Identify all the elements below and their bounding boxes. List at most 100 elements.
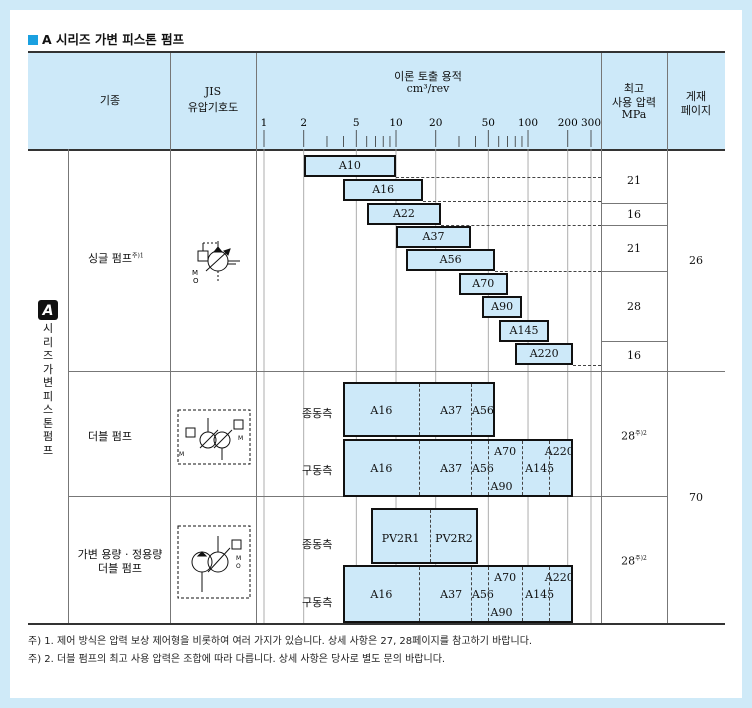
bar-a16-label: A16 <box>372 183 395 196</box>
var-driven-pv2r1: PV2R1 <box>381 532 420 545</box>
double-driving-a56: A56 <box>471 462 494 475</box>
bar-a145-label: A145 <box>509 324 539 337</box>
bar-a16: A16 <box>343 179 423 201</box>
scale-label-300: 300 <box>581 117 601 129</box>
var-driven-div <box>429 510 431 562</box>
bar-a70: A70 <box>458 273 508 295</box>
var-driving-label: 구동측 <box>302 596 333 609</box>
svg-text:M: M <box>179 451 184 458</box>
header-disp-2: cm³/rev <box>406 82 450 95</box>
bar-a37: A37 <box>396 226 471 248</box>
bar-a37-label: A37 <box>422 230 445 243</box>
bar-a56: A56 <box>406 249 495 271</box>
single-pump-label: 싱글 펌프주)1 <box>88 252 144 265</box>
bar-dash-a16 <box>422 201 601 202</box>
bar-a220: A220 <box>515 343 574 365</box>
double-driving-bar <box>343 439 574 497</box>
pressure-sep-1 <box>601 203 667 204</box>
scale-label-2: 2 <box>300 117 307 129</box>
double-driving-a145: A145 <box>525 462 555 475</box>
var-driving-a145: A145 <box>525 588 555 601</box>
var-pressure: 28주)2 <box>621 554 647 568</box>
bar-a90-label: A90 <box>491 300 514 313</box>
catalog-page: A 시리즈 가변 피스톤 펌프 기종 JIS 유압기호도 이론 토출 용적 cm… <box>10 10 742 698</box>
footnote-1: 주) 1. 제어 방식은 압력 보상 제어형을 비롯하여 여러 가지가 있습니다… <box>28 636 533 647</box>
var-pump-label-2: 더블 펌프 <box>98 562 142 575</box>
scale-label-10: 10 <box>389 117 402 129</box>
series-label-char: 즈 <box>42 349 54 362</box>
single-pump-symbol-icon: M O <box>192 241 240 285</box>
col-line-1 <box>170 53 171 625</box>
double-driven-div1 <box>419 384 421 435</box>
series-label-char: 리 <box>42 335 54 349</box>
header-page-2: 페이지 <box>680 104 712 117</box>
bar-a10-label: A10 <box>338 159 361 172</box>
double-driving-div3 <box>521 441 523 495</box>
header-disp-1: 이론 토출 용적 <box>394 70 462 83</box>
col-line-2 <box>256 53 257 625</box>
table-bottom <box>28 623 725 625</box>
var-driving-a56: A56 <box>471 588 494 601</box>
double-pump-symbol-icon: M M <box>177 409 251 465</box>
var-driving-a70: A70 <box>494 571 517 584</box>
scale-label-50: 50 <box>482 117 495 129</box>
double-driven-div2 <box>471 384 472 435</box>
double-driven-label: 종동측 <box>302 407 333 420</box>
scale-label-100: 100 <box>518 117 538 129</box>
header-page-1: 게재 <box>685 90 707 103</box>
bar-a22: A22 <box>366 203 442 225</box>
var-driving-div1 <box>471 567 472 621</box>
svg-text:O: O <box>236 563 241 570</box>
double-pump-label: 더블 펌프 <box>88 430 132 443</box>
var-driven-label: 종동측 <box>302 538 333 551</box>
double-driving-a37: A37 <box>440 462 463 475</box>
double-driving-div0 <box>419 441 421 495</box>
header-pressure-3: MPa <box>621 108 647 121</box>
page-ref-26[interactable]: 26 <box>689 254 703 267</box>
var-driving-div3 <box>521 567 523 621</box>
scale-label-1: 1 <box>261 117 268 129</box>
title-square-icon <box>28 35 38 45</box>
svg-text:A: A <box>42 303 54 319</box>
series-label-char: 피 <box>42 389 54 403</box>
svg-text:O: O <box>193 277 199 285</box>
double-driving-a16: A16 <box>370 462 393 475</box>
row-sep-1 <box>68 371 667 372</box>
pressure-sep-4 <box>601 341 667 342</box>
bar-a90: A90 <box>482 296 522 318</box>
svg-text:M: M <box>236 555 241 562</box>
header-model: 기종 <box>99 94 121 107</box>
var-driven-bar <box>371 508 479 564</box>
pressure-sep-2 <box>601 225 667 226</box>
a-series-logo-icon: A <box>38 300 58 320</box>
series-label-char: 프 <box>42 443 54 457</box>
pressure-sep-3 <box>601 271 667 272</box>
header-jis-2: 유압기호도 <box>187 101 239 114</box>
header-pressure-1: 최고 <box>623 82 645 95</box>
pressure-21a: 21 <box>627 174 641 187</box>
variable-double-pump-symbol-icon: M O <box>177 525 251 599</box>
bar-a22-label: A22 <box>392 207 415 220</box>
series-label-char: 펌 <box>42 430 54 443</box>
double-driving-a220: A220 <box>544 445 574 458</box>
bar-a220-label: A220 <box>529 347 559 360</box>
page-ref-70[interactable]: 70 <box>689 491 703 504</box>
section-title: A 시리즈 가변 피스톤 펌프 <box>28 29 184 48</box>
var-driving-div4 <box>549 567 551 621</box>
pressure-28: 28 <box>627 300 641 313</box>
table-header <box>28 51 725 151</box>
double-pressure: 28주)2 <box>621 429 647 443</box>
double-driven-a16: A16 <box>370 404 393 417</box>
col-line-0 <box>68 149 69 625</box>
bar-dash-a56 <box>494 271 601 272</box>
pressure-21b: 21 <box>627 242 641 255</box>
var-driving-div0 <box>419 567 421 621</box>
series-label-char: 변 <box>42 376 54 389</box>
header-jis-1: JIS <box>204 85 222 98</box>
row-sep-page <box>667 371 725 372</box>
var-driving-a220: A220 <box>544 571 574 584</box>
double-driving-label: 구동측 <box>302 464 333 477</box>
var-driving-div2 <box>488 567 490 621</box>
var-driving-a16: A16 <box>370 588 393 601</box>
